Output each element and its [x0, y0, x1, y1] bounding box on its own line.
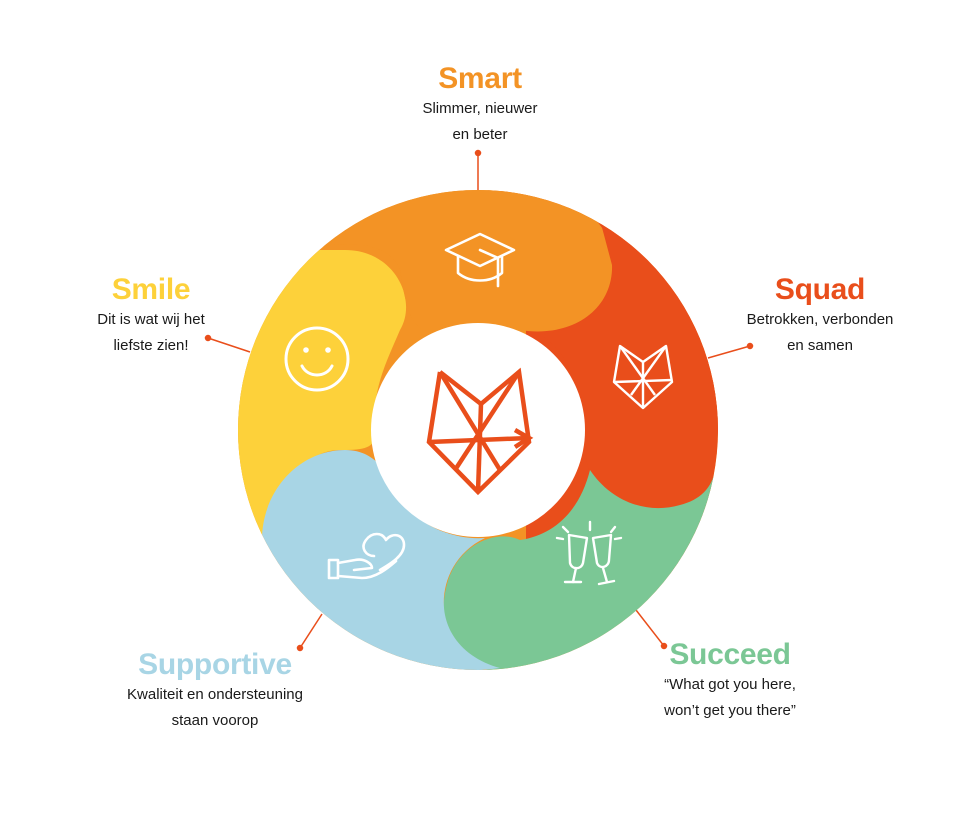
graduation-cap-icon [444, 232, 516, 288]
desc-squad-line-1: Betrokken, verbonden [746, 311, 894, 328]
desc-supportive-line-1: Kwaliteit en ondersteuning [127, 686, 303, 703]
title-supportive: Supportive [138, 648, 292, 681]
label-squad: Squad Betrokken, verbonden en samen [720, 273, 920, 359]
fox-logo-icon [426, 367, 534, 496]
desc-smile-line-2: liefste zien! [113, 337, 189, 354]
desc-smart-line-2: en beter [452, 126, 508, 143]
label-smile: Smile Dit is wat wij het liefste zien! [56, 273, 246, 359]
connector-dot-supportive [296, 644, 304, 652]
segment-squad-shape [540, 220, 718, 513]
connector-dot-smile [204, 334, 212, 342]
label-succeed: Succeed “What got you here, won’t get yo… [630, 638, 830, 724]
connector-lines [204, 149, 754, 652]
connector-succeed [635, 609, 665, 647]
title-smile: Smile [111, 273, 191, 306]
desc-smile-line-1: Dit is wat wij het [97, 311, 205, 328]
champagne-glasses-icon [555, 520, 623, 586]
desc-squad-line-2: en samen [787, 337, 853, 354]
smiley-face-icon [284, 326, 350, 392]
desc-succeed-line-2: won’t get you there” [664, 702, 796, 719]
title-succeed: Succeed [669, 638, 791, 671]
connector-supportive [299, 613, 323, 649]
desc-smart-line-1: Slimmer, nieuwer [422, 100, 538, 117]
heart-hand-icon [327, 532, 406, 580]
connector-dot-squad [746, 342, 754, 350]
label-smart: Smart Slimmer, nieuwer en beter [380, 62, 580, 148]
connector-dot-succeed [660, 642, 668, 650]
title-squad: Squad [774, 273, 866, 306]
connector-squad [707, 345, 751, 359]
title-smart: Smart [438, 62, 522, 95]
fox-head-icon [612, 344, 674, 410]
connector-dot-smart [474, 149, 482, 157]
desc-supportive-line-2: staan voorop [171, 712, 259, 729]
segment-smart [300, 190, 613, 332]
label-supportive: Supportive Kwaliteit en ondersteuning st… [90, 648, 340, 734]
desc-succeed-line-1: “What got you here, [664, 676, 796, 693]
connector-smile [207, 337, 251, 353]
segment-smile [238, 250, 407, 540]
